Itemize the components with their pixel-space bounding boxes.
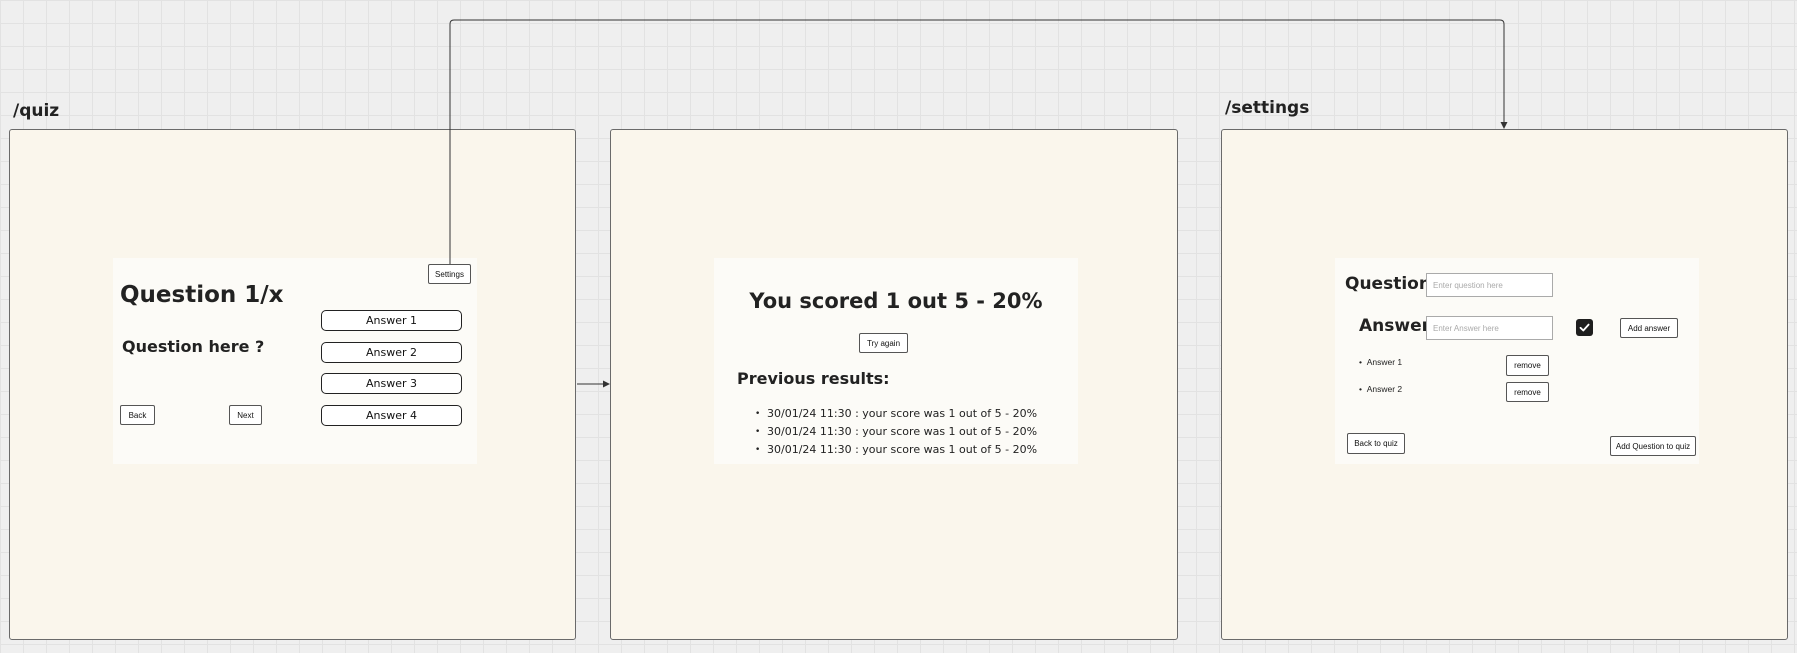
add-answer-button[interactable]: Add answer xyxy=(1620,318,1678,338)
answer-input[interactable] xyxy=(1426,316,1553,340)
question-counter-title: Question 1/x xyxy=(120,282,284,308)
remove-answer-button[interactable]: remove xyxy=(1506,355,1549,376)
previous-results-heading: Previous results: xyxy=(737,369,890,388)
settings-button[interactable]: Settings xyxy=(428,264,471,284)
quiz-frame-label: /quiz xyxy=(13,101,60,121)
try-again-button[interactable]: Try again xyxy=(859,333,908,353)
question-text: Question here ? xyxy=(122,337,265,356)
connector-settings-to-settings-page xyxy=(449,19,1508,264)
correct-answer-checkbox[interactable] xyxy=(1576,319,1593,336)
answer-option-4[interactable]: Answer 4 xyxy=(321,405,462,426)
back-to-quiz-button[interactable]: Back to quiz xyxy=(1347,433,1405,454)
score-title: You scored 1 out 5 - 20% xyxy=(749,289,1043,313)
question-input[interactable] xyxy=(1426,273,1553,297)
result-item: 30/01/24 11:30 : your score was 1 out of… xyxy=(737,441,1037,459)
next-button[interactable]: Next xyxy=(229,405,262,425)
result-item: 30/01/24 11:30 : your score was 1 out of… xyxy=(737,405,1037,423)
settings-answer-item: • Answer 2 xyxy=(1359,384,1403,394)
result-item: 30/01/24 11:30 : your score was 1 out of… xyxy=(737,423,1037,441)
answer-label: Answer xyxy=(1359,316,1430,336)
add-question-button[interactable]: Add Question to quiz xyxy=(1610,436,1696,456)
remove-answer-button[interactable]: remove xyxy=(1506,382,1549,402)
previous-results-list: 30/01/24 11:30 : your score was 1 out of… xyxy=(737,405,1037,459)
settings-frame-label: /settings xyxy=(1225,98,1310,118)
back-button[interactable]: Back xyxy=(120,405,155,425)
answer-option-3[interactable]: Answer 3 xyxy=(321,373,462,394)
answer-option-1[interactable]: Answer 1 xyxy=(321,310,462,331)
checkmark-icon xyxy=(1579,323,1590,332)
settings-answer-item: • Answer 1 xyxy=(1359,357,1403,367)
answer-option-2[interactable]: Answer 2 xyxy=(321,342,462,363)
question-label: Question xyxy=(1345,274,1431,294)
